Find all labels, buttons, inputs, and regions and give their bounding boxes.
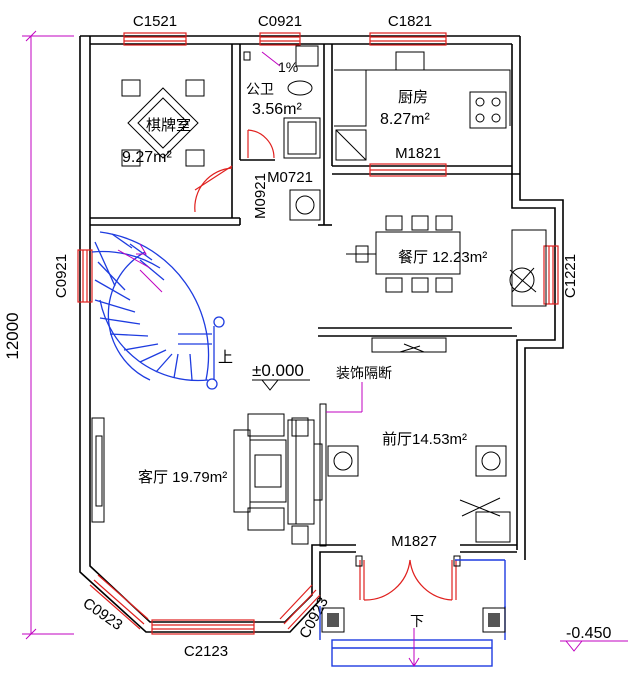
door-label-m1821: M1821 bbox=[395, 145, 441, 162]
window-label-c1221: C1221 bbox=[562, 254, 579, 298]
window-c0923-right bbox=[279, 584, 321, 630]
window-c1521 bbox=[123, 32, 187, 46]
window-label-c0923-left: C0923 bbox=[80, 595, 126, 634]
sofa-set-icon bbox=[233, 413, 323, 545]
floor-level-label: ±0.000 bbox=[252, 361, 304, 380]
room-label-foyer: 前厅14.53m² bbox=[382, 431, 467, 448]
tv-cabinet-icon bbox=[91, 417, 105, 523]
plant-icon bbox=[509, 229, 547, 307]
entrance-steps bbox=[319, 559, 506, 667]
bathroom-slope-label: 1% bbox=[278, 59, 298, 75]
chess-table-icon bbox=[121, 79, 205, 167]
room-area-chess: 9.27m² bbox=[122, 149, 172, 166]
spiral-staircase bbox=[91, 231, 225, 390]
door-label-m0721: M0721 bbox=[267, 169, 313, 186]
door-m1821-red bbox=[369, 163, 447, 177]
outside-level-marker bbox=[560, 640, 628, 652]
window-c0921-top bbox=[259, 32, 301, 46]
window-label-c0921-top: C0921 bbox=[258, 13, 302, 30]
window-label-c1521: C1521 bbox=[133, 13, 177, 30]
stair-up-label: 上 bbox=[218, 349, 233, 366]
room-name-kitchen: 厨房 bbox=[398, 89, 428, 106]
door-label-m1827: M1827 bbox=[391, 533, 437, 550]
partition-icon bbox=[319, 382, 363, 547]
door-bathroom bbox=[247, 129, 275, 159]
window-c1821 bbox=[369, 32, 447, 46]
dining-table-icon bbox=[346, 215, 461, 293]
window-c0923-left bbox=[89, 574, 149, 630]
door-chess-room bbox=[194, 165, 233, 213]
floor-level-marker bbox=[252, 379, 310, 391]
door-entrance bbox=[355, 555, 461, 601]
window-label-c0921-left: C0921 bbox=[53, 254, 70, 298]
bathroom-fixtures bbox=[243, 45, 321, 221]
stair-up-arrow bbox=[117, 243, 163, 293]
sideboard-icon bbox=[371, 337, 447, 353]
room-area-bathroom: 3.56m² bbox=[252, 101, 302, 118]
dimension-label: 12000 bbox=[3, 312, 22, 359]
room-label-living: 客厅 19.79m² bbox=[138, 469, 227, 486]
window-c0921-left bbox=[77, 249, 93, 303]
room-name-chess: 棋牌室 bbox=[146, 117, 191, 134]
dimension-line bbox=[22, 30, 74, 640]
kitchen-fixtures bbox=[334, 51, 511, 161]
room-label-dining: 餐厅 12.23m² bbox=[398, 249, 487, 266]
window-label-c0923-right: C0923 bbox=[296, 594, 332, 641]
window-label-c1821: C1821 bbox=[388, 13, 432, 30]
partition-label: 装饰隔断 bbox=[336, 365, 392, 381]
window-label-c2123: C2123 bbox=[184, 643, 228, 660]
foyer-plants-icon bbox=[327, 445, 511, 543]
outside-level-label: -0.450 bbox=[566, 625, 611, 642]
steps-down-label: 下 bbox=[410, 613, 424, 629]
exterior-walls bbox=[79, 35, 564, 633]
window-c2123 bbox=[151, 619, 255, 635]
interior-walls bbox=[90, 44, 520, 337]
room-name-bathroom: 公卫 bbox=[246, 81, 274, 97]
window-c1221 bbox=[543, 245, 559, 305]
door-label-m0921: M0921 bbox=[252, 173, 269, 219]
room-area-kitchen: 8.27m² bbox=[380, 111, 430, 128]
